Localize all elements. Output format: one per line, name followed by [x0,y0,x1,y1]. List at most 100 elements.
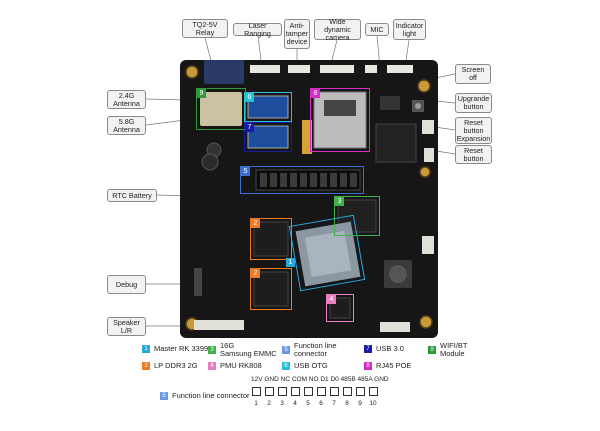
legend-label: 16G Samsung EMMC [220,341,277,358]
highlight-ddr-1 [250,218,292,260]
pin-number: 9 [358,400,362,407]
rtc-battery-callout: RTC Battery [107,189,157,202]
pin-number: 2 [267,400,271,407]
wide-dynamic-camera-callout: Wide dynamic camera [314,17,361,41]
marker-1: 1 [286,258,295,267]
pin-number: 7 [332,400,336,407]
pin-box [330,387,339,396]
pin-header-labels: 12V GND NC COM NO D1 D0 485B 485A GND [251,376,389,383]
relay-callout: TQ2-5V Relay [182,19,228,38]
marker-2b: 2 [251,269,260,278]
wifi-module [200,92,242,126]
legend-label: Function line connector [294,341,337,358]
legend-item-7: 7 USB 3.0 [364,345,404,353]
pin-box [252,387,261,396]
highlight-emmc [334,196,380,236]
connector-top-1 [250,65,280,73]
pin-box [317,387,326,396]
pin-number: 10 [369,400,377,407]
legend-swatch: 1 [142,345,150,353]
mount-hole-tl [185,65,199,79]
screen-off-callout: Screen off [455,64,491,84]
legend-swatch: 5 [160,392,168,400]
pin-box [265,387,274,396]
marker-8: 8 [311,89,320,98]
legend-label: PMU RK808 [220,361,262,370]
function-connector-label: 5 Function line connector [160,392,250,400]
connector-top-2 [288,65,310,73]
antenna-24g-callout: 2.4G Antenna [107,90,146,109]
legend-item-6: 6 USB OTG [282,362,328,370]
marker-3: 3 [335,197,344,206]
legend-swatch: 3 [208,346,216,354]
ic-right [375,123,417,163]
mic-callout: MIC [365,23,389,36]
highlight-pmu [326,294,354,322]
pin-number: 5 [306,400,310,407]
highlight-usb-otg [244,92,292,122]
marker-2a: 2 [251,219,260,228]
pin-box [343,387,352,396]
legend-swatch: 7 [364,345,372,353]
legend-item-4: 4 PMU RK808 [208,362,262,370]
pin-row [250,385,382,399]
legend-swatch: 6 [282,362,290,370]
connector-top-5 [387,65,413,73]
marker-5: 5 [241,167,250,176]
highlight-function-connector [240,166,364,194]
pin-number: 8 [345,400,349,407]
legend-swatch: 4 [208,362,216,370]
mount-hole-br [419,315,433,329]
pin-number: 3 [280,400,284,407]
antenna-58g-callout: 5.8G Antenna [107,116,146,135]
upgrade-button-callout: Upgrande button [455,93,492,113]
marker-7: 7 [245,123,254,132]
legend-label: Function line connector [172,391,250,400]
legend-label: USB 3.0 [376,344,404,353]
legend-swatch: 8 [364,362,372,370]
legend-label: RJ45 POE [376,361,412,370]
pin-number: 4 [293,400,297,407]
mount-hole-tr [417,79,431,93]
marker-6: 6 [245,93,254,102]
highlight-rj45 [310,88,370,152]
usb-otg-port [247,95,289,119]
legend-item-1: 1 Master RK 3399 [142,345,208,353]
debug-callout: Debug [107,275,146,294]
anti-tamper-callout: Anti- tamper device [284,19,310,49]
pin-box [369,387,378,396]
reset-button-callout: Reset button [455,145,492,164]
legend-swatch: 5 [282,346,290,354]
legend-item-3: 3 16G Samsung EMMC [208,342,277,358]
highlight-wifi [196,88,246,130]
usb3-port [247,125,289,149]
reset-button-expansion-callout: Reset button Expansion [455,117,492,144]
pin-box [278,387,287,396]
highlight-usb3 [244,122,292,152]
legend-swatch: 2 [142,362,150,370]
mount-hole-mr [419,166,431,178]
legend-label: Master RK 3399 [154,344,209,353]
speaker-callout: Speaker L/R [107,317,146,336]
highlight-ddr-2 [250,268,292,310]
pin-number: 1 [254,400,258,407]
indicator-light-callout: Indicator light [393,19,426,40]
legend-item-5: 5 Function line connector [282,342,337,358]
pin-number: 6 [319,400,323,407]
pin-box [291,387,300,396]
connector-top-3 [320,65,354,73]
marker-4: 4 [327,295,336,304]
legend-item-8: 8 RJ45 POE [364,362,411,370]
circuit-board: 1 2 2 3 4 5 6 7 8 9 [180,60,438,338]
legend-swatch: 9 [428,346,436,354]
legend-item-9: 9 WIFI/BT Module [428,342,468,358]
relay-component [204,60,244,84]
legend-item-2: 2 LP DDR3 2G [142,362,198,370]
legend-label: WIFI/BT Module [440,341,468,358]
legend-label: LP DDR3 2G [154,361,198,370]
connector-top-4 [365,65,377,73]
legend-label: USB OTG [294,361,328,370]
marker-9: 9 [197,89,206,98]
pin-box [356,387,365,396]
pin-box [304,387,313,396]
